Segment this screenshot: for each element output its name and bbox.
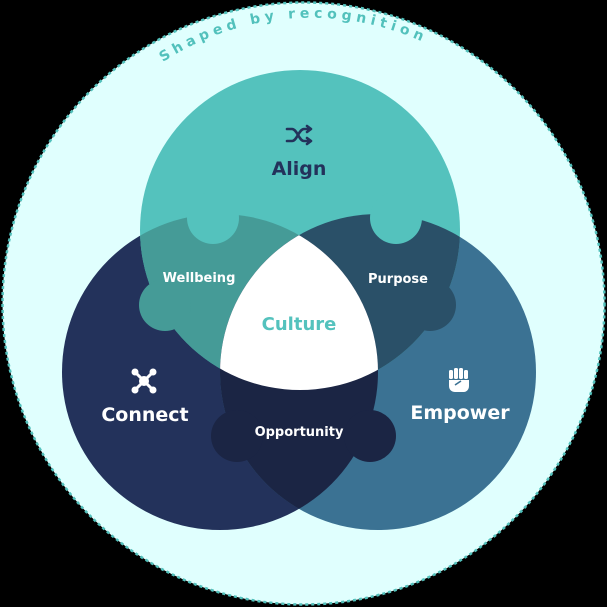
- raised-fist-icon: [449, 368, 469, 392]
- network-nodes-icon: [131, 368, 157, 394]
- center-culture: [220, 214, 378, 390]
- label-align: Align: [272, 158, 327, 180]
- label-wellbeing: Wellbeing: [163, 271, 236, 286]
- shuffle-icon: [285, 124, 313, 146]
- label-empower: Empower: [410, 402, 510, 424]
- label-opportunity: Opportunity: [255, 425, 344, 440]
- label-culture: Culture: [262, 314, 337, 335]
- label-connect: Connect: [101, 404, 188, 426]
- label-purpose: Purpose: [368, 272, 428, 287]
